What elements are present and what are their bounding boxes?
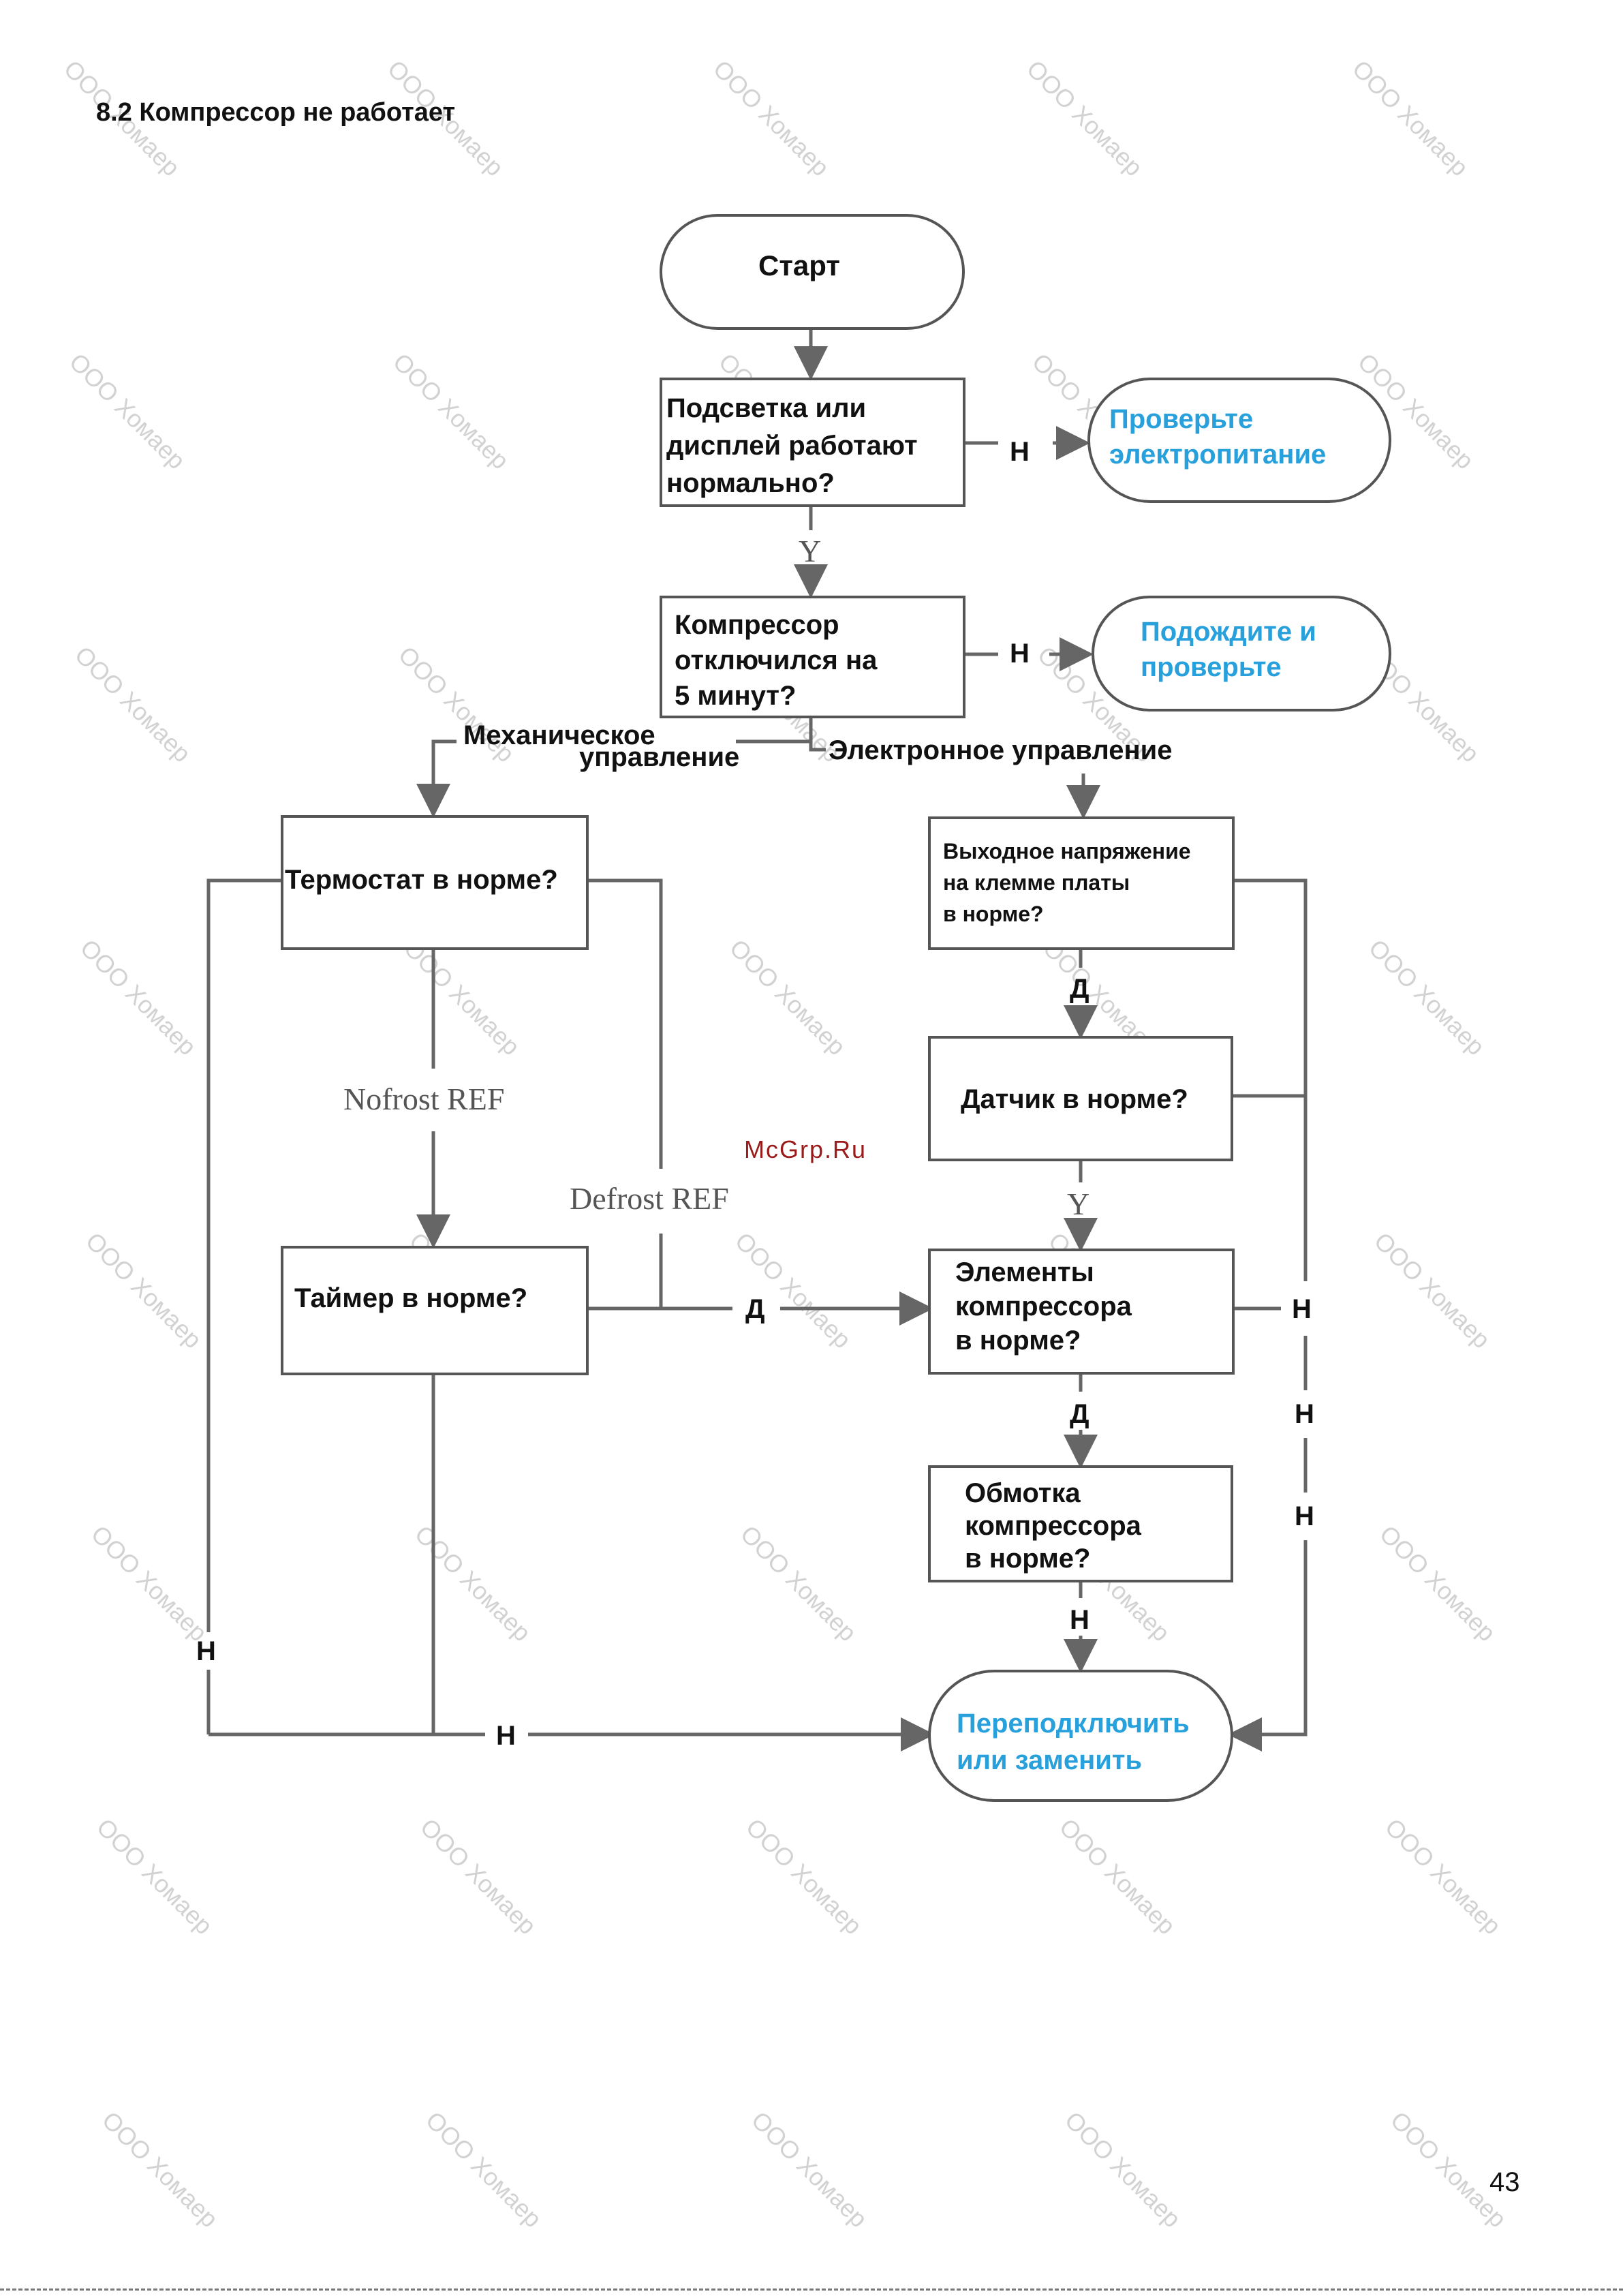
node-winding: Обмотка компрессора в норме?	[965, 1478, 1149, 1574]
label-no-elements: Н	[1292, 1294, 1312, 1324]
node-timer-shape	[281, 1246, 589, 1375]
node-wait-check-shape	[1092, 596, 1391, 711]
node-comp-elements-shape	[928, 1249, 1235, 1375]
label-no-power: Н	[1010, 437, 1030, 467]
label-no-winding: Н	[1070, 1605, 1089, 1635]
node-thermostat: Термостат в норме?	[285, 865, 558, 895]
label-yes-voltage: Д	[1070, 974, 1089, 1004]
node-comp-elements: Элементы компрессора в норме?	[955, 1257, 1139, 1356]
connector-right-rail-3	[1228, 1540, 1308, 1751]
label-yes-elements: Д	[1070, 1399, 1089, 1429]
node-thermostat-shape	[281, 815, 589, 950]
node-sensor-shape	[928, 1036, 1233, 1161]
nodes	[281, 214, 1391, 1802]
node-output-voltage-shape	[928, 816, 1235, 950]
node-start: Старт	[758, 249, 840, 281]
label-yes-timer: Д	[745, 1294, 765, 1324]
site-watermark: McGrp.Ru	[744, 1135, 867, 1163]
connector-thermostat-defrost	[587, 878, 663, 1169]
label-no-bottom: Н	[496, 1721, 516, 1751]
node-sensor: Датчик в норме?	[961, 1084, 1188, 1114]
label-mechanical: Механическое управление	[463, 720, 739, 772]
node-timer: Таймер в норме?	[294, 1283, 527, 1313]
page-title: 8.2 Компрессор не работает	[96, 98, 456, 127]
label-electronic: Электронное управление	[829, 735, 1172, 765]
node-winding-shape	[928, 1465, 1233, 1582]
node-texts: Старт Подсветка или дисплей работают нор…	[285, 249, 1326, 1775]
label-defrost: Defrost REF	[570, 1181, 729, 1216]
connector-voltage-no	[1233, 878, 1308, 1281]
node-check-power-shape	[1087, 378, 1391, 503]
label-no-right-2: Н	[1295, 1501, 1314, 1531]
connector-mechanical-left	[416, 739, 457, 818]
page-number: 43	[1489, 2167, 1520, 2197]
node-compressor-off: Компрессор отключился на 5 минут?	[675, 610, 885, 711]
node-display-ok: Подсветка или дисплей работают нормально…	[666, 393, 925, 498]
node-reconnect[interactable]: Переподключить или заменить	[957, 1709, 1197, 1775]
node-output-voltage: Выходное напряжение на клемме платы в но…	[943, 839, 1196, 926]
label-no-right-1: Н	[1295, 1399, 1314, 1429]
node-start-shape	[660, 214, 965, 330]
node-wait-check[interactable]: Подождите и проверьте	[1141, 617, 1324, 682]
label-yes-display: Y	[799, 534, 821, 568]
label-yes-sensor: Y	[1067, 1187, 1089, 1221]
node-check-power[interactable]: Проверьте электропитание	[1109, 404, 1326, 470]
node-compressor-off-shape	[660, 596, 965, 718]
label-nofrost: Nofrost REF	[343, 1082, 504, 1116]
connector-electronic	[809, 741, 826, 752]
node-display-ok-shape	[660, 378, 965, 507]
edge-labels: Н Y Н Механическое управление Электронно…	[196, 437, 1314, 1751]
label-no-wait: Н	[1010, 639, 1030, 669]
label-no-thermostat: Н	[196, 1636, 216, 1666]
connector-thermostat-no	[206, 878, 281, 1632]
node-reconnect-shape	[928, 1670, 1233, 1802]
page-bottom-rule	[0, 2289, 1623, 2291]
connectors	[206, 327, 1308, 1751]
